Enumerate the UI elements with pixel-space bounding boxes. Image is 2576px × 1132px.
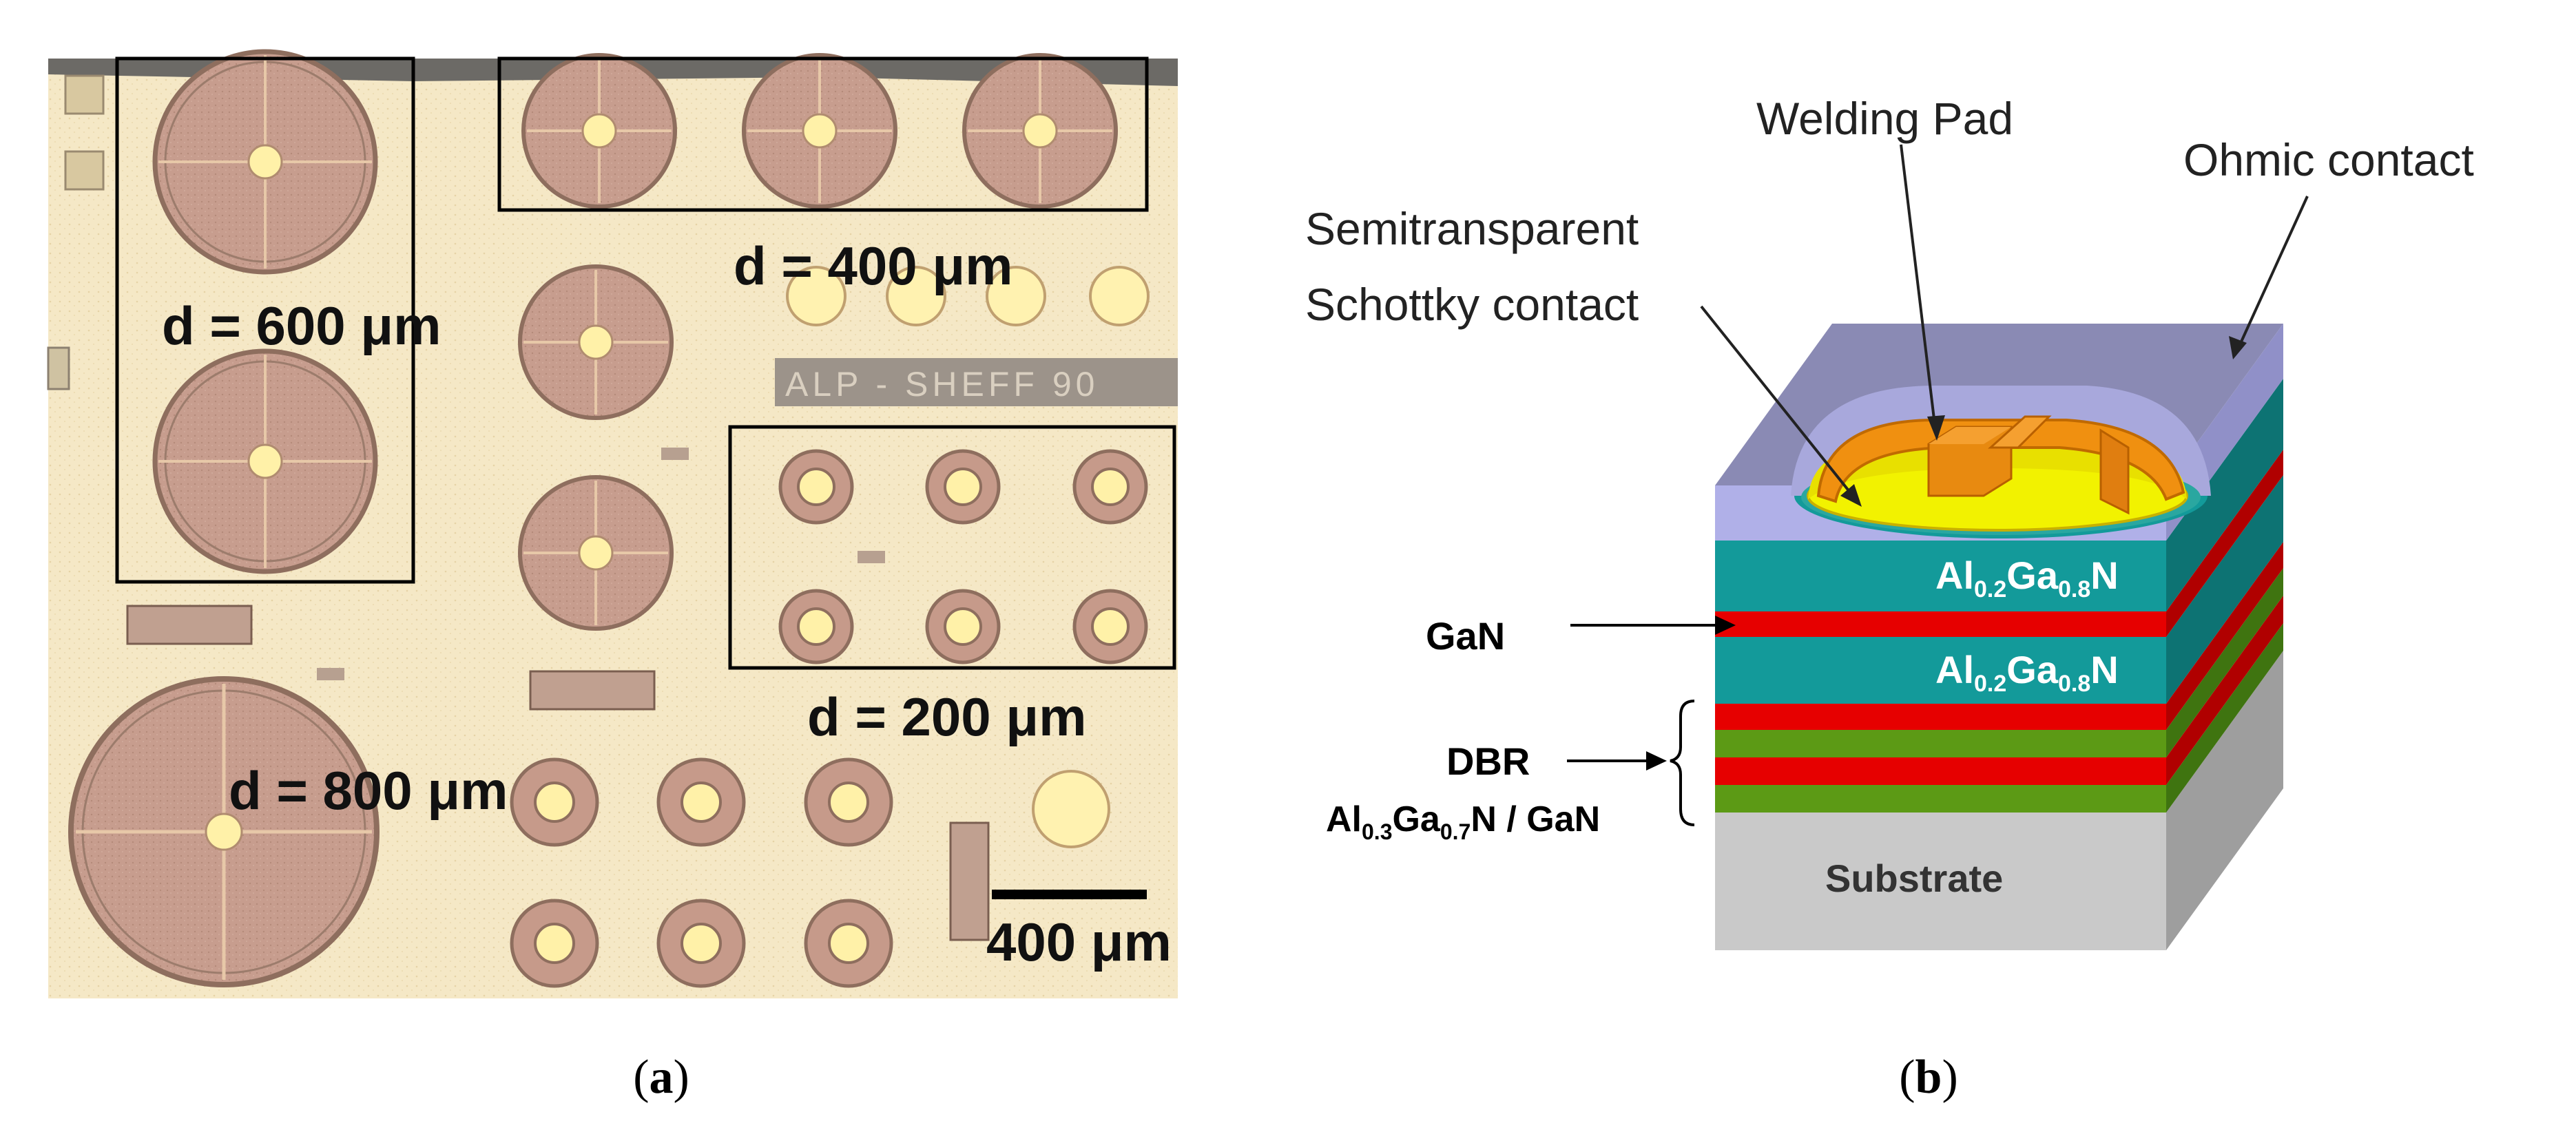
group-box-400 xyxy=(497,56,1149,212)
label-gan: GaN xyxy=(1426,614,1505,658)
test-dot xyxy=(1032,770,1110,848)
arrow-dbr-head xyxy=(1646,751,1667,771)
pad-600-2 xyxy=(152,348,378,574)
callout-welding-pad: Welding Pad xyxy=(1756,93,2013,144)
label-d200: d = 200 μm xyxy=(807,686,1086,747)
dbr-stack xyxy=(1715,542,2283,813)
test-structure xyxy=(661,448,689,460)
group-box-200 xyxy=(728,425,1176,670)
pad-200-grid xyxy=(778,449,1148,664)
test-structure xyxy=(317,668,344,680)
test-dot xyxy=(886,266,946,326)
test-structure xyxy=(858,551,885,563)
caption-a: (a) xyxy=(633,1051,689,1104)
schottky-contact xyxy=(1807,441,2188,532)
substrate-layer xyxy=(1715,651,2283,950)
test-structure xyxy=(126,605,253,645)
scale-bar xyxy=(992,890,1147,899)
pad-200-bottom xyxy=(510,757,893,988)
pad-800 xyxy=(68,676,380,987)
arrow-gan-head xyxy=(1715,616,1736,635)
pad-400-2 xyxy=(742,53,897,209)
leader-welding-pad-head xyxy=(1927,415,1945,441)
bond-mark xyxy=(47,346,70,390)
pad-400-4 xyxy=(518,264,674,420)
label-dbr-material: Al0.3Ga0.7N / GaN xyxy=(1326,799,1600,844)
leader-welding-pad xyxy=(1900,144,1937,431)
callout-schottky-line1: Semitransparent xyxy=(1305,203,1639,254)
welding-pad xyxy=(1816,415,2185,515)
callout-ohmic-contact: Ohmic contact xyxy=(2183,134,2474,185)
test-structure xyxy=(949,821,990,941)
test-dot xyxy=(1089,266,1150,326)
layer-label-substrate: Substrate xyxy=(1825,857,2003,900)
pad-400-1 xyxy=(521,53,677,209)
leader-schottky-head xyxy=(1840,484,1862,507)
leader-ohmic-head xyxy=(2229,336,2247,359)
callout-schottky-line2: Schottky contact xyxy=(1305,279,1639,330)
test-dot xyxy=(986,266,1046,326)
pad-600-1 xyxy=(152,49,378,275)
caption-b: (b) xyxy=(1899,1051,1958,1104)
label-d600: d = 600 μm xyxy=(162,295,441,356)
layer-label-algan-mid: Al0.2Ga0.8N xyxy=(1935,648,2119,697)
test-dot xyxy=(786,266,846,326)
engraving-strip xyxy=(775,358,1178,406)
bond-mark xyxy=(64,150,105,191)
layer-label-algan-top: Al0.2Ga0.8N xyxy=(1935,554,2119,602)
device-schematic-panel: Al0.2Ga0.8N Al0.2Ga0.8N Substrate GaN DB… xyxy=(1305,93,2474,950)
scale-bar-label: 400 μm xyxy=(986,912,1172,972)
label-d800: d = 800 μm xyxy=(229,760,508,821)
test-structure xyxy=(529,670,656,711)
algan-lower-layer xyxy=(1715,475,2283,704)
chip-engraving: ALP - SHEFF 90 xyxy=(785,365,1099,403)
leader-ohmic xyxy=(2237,196,2309,348)
group-box-600 xyxy=(115,56,415,584)
dbr-brace xyxy=(1670,700,1695,826)
pad-400-5 xyxy=(518,475,674,631)
bond-mark xyxy=(64,74,105,115)
leader-schottky xyxy=(1700,305,1854,497)
pad-400-3 xyxy=(962,53,1118,209)
label-dbr: DBR xyxy=(1446,740,1530,783)
gan-layer xyxy=(1715,450,2283,637)
micrograph-panel: ALP - SHEFF 90 d = 600 μm d = xyxy=(47,49,1178,998)
label-d400: d = 400 μm xyxy=(734,235,1012,296)
algan-upper-layer xyxy=(1715,379,2283,611)
